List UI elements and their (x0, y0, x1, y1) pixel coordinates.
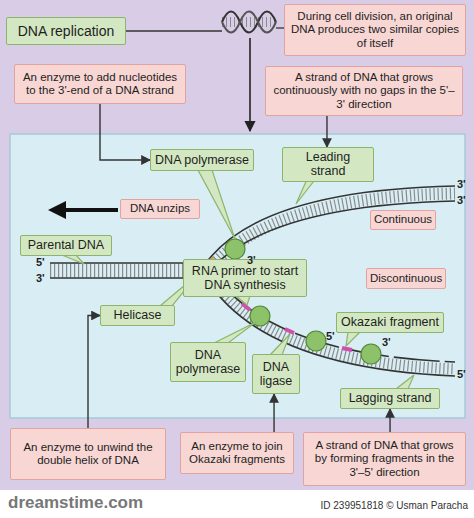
polymerase-enzyme (306, 331, 326, 351)
polymerase-enzyme (361, 344, 381, 364)
term-box: DNA polymerase (170, 342, 246, 382)
callout-tail (236, 296, 250, 305)
connector-arrow (88, 316, 100, 429)
term-box: RNA primer to start DNA synthesis (183, 259, 307, 297)
note-box: An enzyme to add nucleotides to the 3'-e… (14, 64, 186, 104)
connector-arrow (326, 116, 327, 147)
node-text: Okazaki fragment (341, 315, 439, 329)
node-text: DNA unzips (130, 202, 190, 215)
dna-rungs (50, 264, 204, 278)
strand-end-label: 5' (326, 330, 335, 343)
term-box: DNA ligase (252, 354, 300, 394)
term-box: Okazaki fragment (336, 312, 444, 333)
callout-tail (198, 170, 235, 239)
callout-tail (214, 322, 256, 343)
node-text: DNA polymerase (175, 348, 241, 377)
node-text: Discontinuous (370, 272, 442, 285)
node-text: A strand of DNA that grows continuously … (270, 71, 458, 111)
node-text: Helicase (114, 308, 162, 322)
rna-primer (342, 348, 352, 350)
node-text: RNA primer to start DNA synthesis (188, 264, 302, 293)
note-box: Discontinuous (366, 268, 446, 289)
node-text: DNA replication (18, 23, 115, 39)
connector-arrow (389, 409, 390, 432)
strand-end-label: 3' (457, 178, 466, 191)
note-box: Continuous (370, 210, 436, 230)
unzip-arrowhead (48, 201, 66, 219)
note-box: An enzyme to unwind the double helix of … (10, 428, 166, 480)
node-text: A strand of DNA that grows by forming fr… (308, 439, 461, 479)
connector-arrow (100, 104, 150, 160)
template-strand (206, 186, 455, 263)
node-text: Parental DNA (28, 238, 104, 252)
term-box: Lagging strand (340, 388, 440, 409)
helix-rungs (222, 17, 276, 27)
strand-end-label: 3' (457, 194, 466, 207)
note-box: A strand of DNA that grows continuously … (265, 66, 463, 116)
node-text: An enzyme to unwind the double helix of … (15, 441, 161, 467)
watermark-text: ID 239951818 © Usman Paracha (296, 500, 468, 512)
node-text: DNA polymerase (155, 153, 249, 167)
helix-strand (222, 12, 276, 33)
node-text: Continuous (374, 213, 432, 226)
flow-arrow (249, 38, 251, 131)
note-box: During cell division, an original DNA pr… (284, 4, 466, 56)
note-box: A strand of DNA that grows by forming fr… (303, 432, 466, 486)
strand-end-label: 3' (382, 336, 391, 349)
term-box: DNA replication (6, 17, 126, 45)
leader-line (276, 27, 284, 28)
polymerase-enzyme (225, 239, 245, 259)
term-box: DNA polymerase (150, 149, 254, 171)
strand-end-label: 3' (247, 254, 256, 267)
callout-tail (62, 255, 84, 264)
node-text: Lagging strand (349, 391, 432, 405)
strand-end-label: 3' (36, 272, 45, 285)
process-panel (10, 134, 465, 418)
callout-tail (346, 332, 360, 346)
note-box: DNA unzips (120, 199, 200, 219)
connector-arrow (273, 394, 274, 432)
watermark-strip (0, 490, 474, 518)
node-text: An enzyme to join Okazaki fragments (185, 440, 289, 466)
callout-tail (270, 334, 290, 355)
unzip-arrow (64, 208, 118, 212)
term-box: Helicase (100, 305, 175, 326)
callout-tail (396, 375, 414, 389)
strand-end-label: 5' (36, 256, 45, 269)
node-text: Leading strand (287, 150, 369, 179)
node-text: DNA ligase (257, 360, 295, 389)
node-text: An enzyme to add nucleotides to the 3'-e… (19, 71, 181, 97)
term-box: Parental DNA (20, 235, 112, 256)
rna-primer (285, 329, 294, 333)
helix-strand (222, 12, 276, 33)
node-text: During cell division, an original DNA pr… (289, 10, 461, 50)
note-box: An enzyme to join Okazaki fragments (180, 432, 294, 474)
watermark-text: dreamstime.com (8, 493, 143, 513)
term-box: Leading strand (282, 147, 374, 182)
strand-end-label: 5' (457, 368, 466, 381)
leader-line (126, 30, 222, 31)
